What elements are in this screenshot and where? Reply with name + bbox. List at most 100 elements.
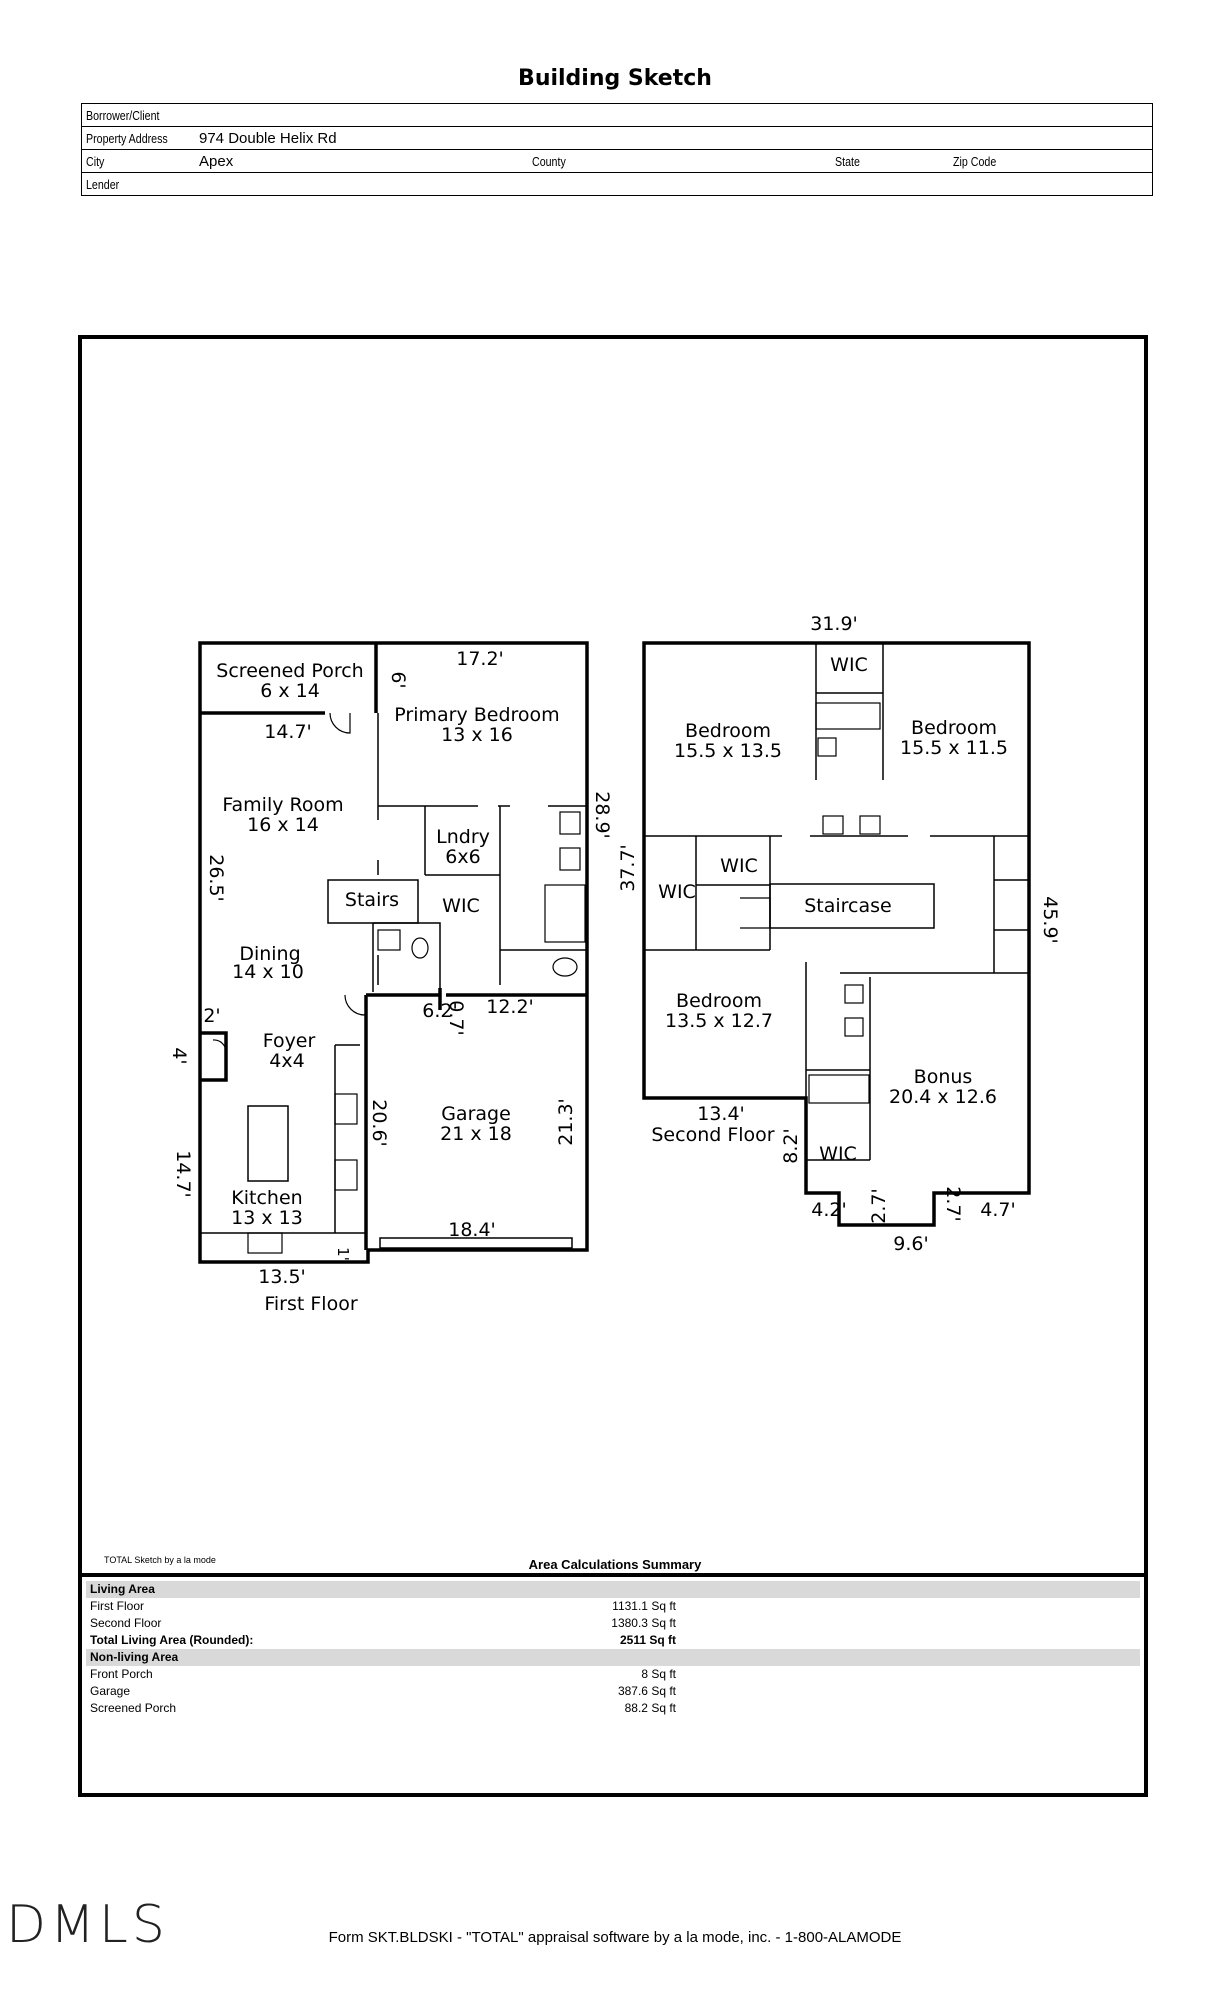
dim-2-7b: 2.7'	[942, 1186, 964, 1221]
dim-13-4: 13.4'	[697, 1103, 745, 1125]
porch-door	[329, 712, 351, 734]
front-porch-value: 8 Sq ft	[641, 1667, 676, 1681]
total-value: 2511 Sq ft	[619, 1633, 676, 1647]
dim-21-3: 21.3'	[555, 1098, 577, 1146]
label-bedroom-3: Bedroom	[676, 990, 762, 1012]
front-porch-box	[200, 1031, 228, 1082]
dim-12-2: 12.2'	[486, 996, 534, 1018]
garage-label: Garage	[90, 1684, 131, 1698]
label-bedroom-1: Bedroom	[685, 720, 771, 742]
label-bedroom-1-dim: 15.5 x 13.5	[674, 740, 782, 762]
front-porch-label: Front Porch	[90, 1667, 153, 1681]
header-table: Borrower/Client Property Address 974 Dou…	[81, 103, 1153, 196]
first-floor-label: First Floor	[90, 1599, 144, 1613]
screened-porch-row: Screened Porch 88.2 Sq ft	[90, 1700, 1140, 1717]
dim-8-2: 8.2'	[780, 1128, 802, 1163]
dim-18-4: 18.4'	[448, 1219, 496, 1241]
dim-1: 1'	[334, 1247, 352, 1261]
dim-17-2: 17.2'	[456, 648, 504, 670]
label-family-room: Family Room	[222, 794, 343, 816]
label-garage-dim: 21 x 18	[440, 1123, 512, 1145]
second-floor-value: 1380.3 Sq ft	[611, 1616, 676, 1630]
screened-porch-label: Screened Porch	[90, 1701, 177, 1715]
borrower-row: Borrower/Client	[81, 103, 1153, 127]
fireplace-hatch	[544, 884, 586, 943]
zip-label: Zip Code	[953, 153, 997, 169]
kitchen-sink	[247, 1232, 283, 1254]
lender-label: Lender	[86, 176, 120, 192]
label-kitchen-dim: 13 x 13	[231, 1207, 303, 1229]
dim-9-6: 9.6'	[893, 1233, 928, 1255]
label-primary-bedroom-dim: 13 x 16	[441, 724, 513, 746]
dim-2-7a: 2.7'	[868, 1188, 890, 1223]
city-row: City Apex County State Zip Code	[81, 149, 1153, 173]
dim-45-9: 45.9'	[1039, 896, 1061, 944]
label-wic-first: WIC	[442, 895, 480, 917]
label-garage: Garage	[441, 1103, 511, 1125]
property-row: Property Address 974 Double Helix Rd	[81, 126, 1153, 150]
dim-31-9: 31.9'	[810, 613, 858, 635]
dim-4-2: 4.2'	[811, 1199, 846, 1221]
label-wic-top: WIC	[830, 654, 868, 676]
total-label: Total Living Area (Rounded):	[90, 1633, 254, 1647]
closet-walls	[500, 805, 587, 951]
label-wic-mid: WIC	[720, 855, 758, 877]
kitchen-island	[247, 1105, 289, 1182]
city-value: Apex	[199, 152, 234, 170]
dim-4: 4'	[168, 1047, 190, 1064]
label-laundry-dim: 6x6	[445, 846, 480, 868]
label-bedroom-2-dim: 15.5 x 11.5	[900, 737, 1008, 759]
dim-13-5: 13.5'	[258, 1266, 306, 1288]
dim-4-7: 4.7'	[980, 1199, 1015, 1221]
screened-porch-value: 88.2 Sq ft	[624, 1701, 676, 1715]
label-first-floor: First Floor	[264, 1293, 357, 1315]
dim-6-2: 6.2'	[422, 1000, 457, 1022]
tub-top	[815, 702, 881, 730]
summary-title: Area Calculations Summary	[528, 1557, 702, 1572]
label-dining-dim: 14 x 10	[232, 961, 304, 983]
label-kitchen: Kitchen	[231, 1187, 302, 1209]
dim-37-7: 37.7'	[617, 844, 639, 892]
sketch-credit: TOTAL Sketch by a la mode	[104, 1555, 216, 1565]
first-floor-row: First Floor 1131.1 Sq ft	[90, 1598, 1140, 1615]
total-row: Total Living Area (Rounded): 2511 Sq ft	[90, 1632, 1140, 1649]
dim-28-9: 28.9'	[591, 791, 613, 839]
page-title: Building Sketch	[518, 66, 712, 91]
label-stairs: Stairs	[345, 889, 399, 911]
label-bedroom-3-dim: 13.5 x 12.7	[665, 1010, 773, 1032]
dim-14-7: 14.7'	[264, 721, 312, 743]
label-wic-bottom: WIC	[819, 1143, 857, 1165]
garage-door	[379, 1237, 573, 1249]
label-wic-left: WIC	[658, 881, 696, 903]
label-laundry: Lndry	[436, 826, 490, 848]
second-floor-label: Second Floor	[90, 1616, 162, 1630]
area-summary: Living Area First Floor 1131.1 Sq ft Sec…	[78, 1573, 1148, 1797]
garage-row: Garage 387.6 Sq ft	[90, 1683, 1140, 1700]
lender-row: Lender	[82, 173, 1153, 196]
label-screened-porch-dim: 6 x 14	[260, 680, 320, 702]
label-screened-porch: Screened Porch	[216, 660, 363, 682]
dim-20-6: 20.6'	[368, 1099, 390, 1147]
kitchen-counters	[200, 1044, 366, 1234]
first-floor-outline	[198, 641, 589, 1264]
borrower-label: Borrower/Client	[86, 107, 160, 123]
screened-porch-walls	[200, 643, 378, 715]
foyer-door	[344, 994, 366, 1016]
living-area-header: Living Area	[86, 1581, 1140, 1598]
state-label: State	[835, 153, 860, 169]
label-dining: Dining	[239, 943, 300, 965]
dim-14-7b: 14.7'	[172, 1150, 194, 1198]
tub-bottom	[808, 1074, 870, 1104]
garage-top-wall	[366, 988, 587, 1010]
dim-6: 6'	[387, 671, 409, 688]
label-family-room-dim: 16 x 14	[247, 814, 319, 836]
bath-walls	[372, 922, 441, 992]
stove	[334, 1159, 358, 1191]
dim-26-5: 26.5'	[205, 854, 227, 902]
county-label: County	[532, 153, 566, 169]
first-floor-value: 1131.1 Sq ft	[612, 1599, 676, 1613]
property-value: 974 Double Helix Rd	[199, 129, 337, 147]
footer-text: Form SKT.BLDSKI - "TOTAL" appraisal soft…	[328, 1929, 902, 1946]
front-porch-row: Front Porch 8 Sq ft	[90, 1666, 1140, 1683]
